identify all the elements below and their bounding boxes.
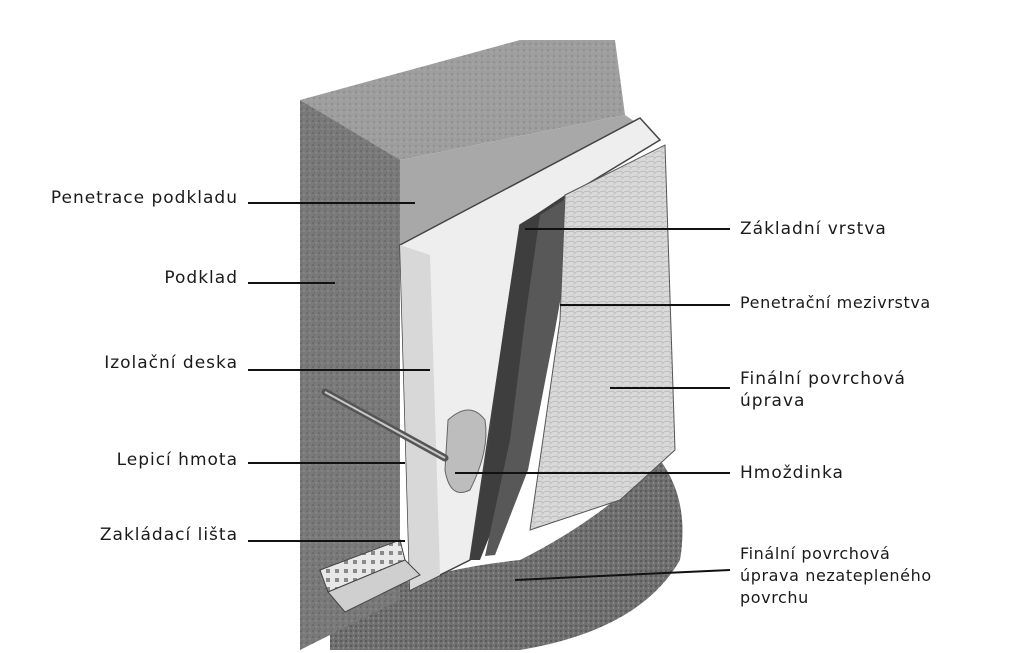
leader-lines-left bbox=[248, 202, 430, 542]
label-zakladni-vrstva: Základní vrstva bbox=[740, 219, 887, 239]
label-penetracni-mezivrstva: Penetrační mezivrstva bbox=[740, 293, 931, 312]
leader-lines-right bbox=[455, 228, 731, 581]
label-podklad: Podklad bbox=[164, 268, 238, 288]
ground-finish-shape bbox=[330, 460, 683, 650]
mesh-shape bbox=[485, 190, 580, 556]
wall-top-face bbox=[300, 40, 625, 160]
wall-front-face bbox=[300, 100, 400, 650]
label-penetrace-podkladu: Penetrace podkladu bbox=[50, 188, 238, 208]
insulation-shadow bbox=[400, 245, 440, 590]
label-finalni-povrchova-uprava: Finální povrchová úprava bbox=[740, 369, 906, 411]
adhesive-blob-shape bbox=[444, 409, 487, 493]
label-izolacni-deska: Izolační deska bbox=[104, 353, 238, 373]
label-lepici-hmota: Lepicí hmota bbox=[116, 450, 238, 470]
label-hmozdinka: Hmoždinka bbox=[740, 463, 844, 483]
label-finalni-povrchova-uprava-nezatepleneho: Finální povrchová úprava nezatepleného p… bbox=[740, 544, 932, 607]
final-finish-shape bbox=[529, 144, 676, 531]
label-zakladaci-lista: Zakládací lišta bbox=[99, 525, 238, 545]
